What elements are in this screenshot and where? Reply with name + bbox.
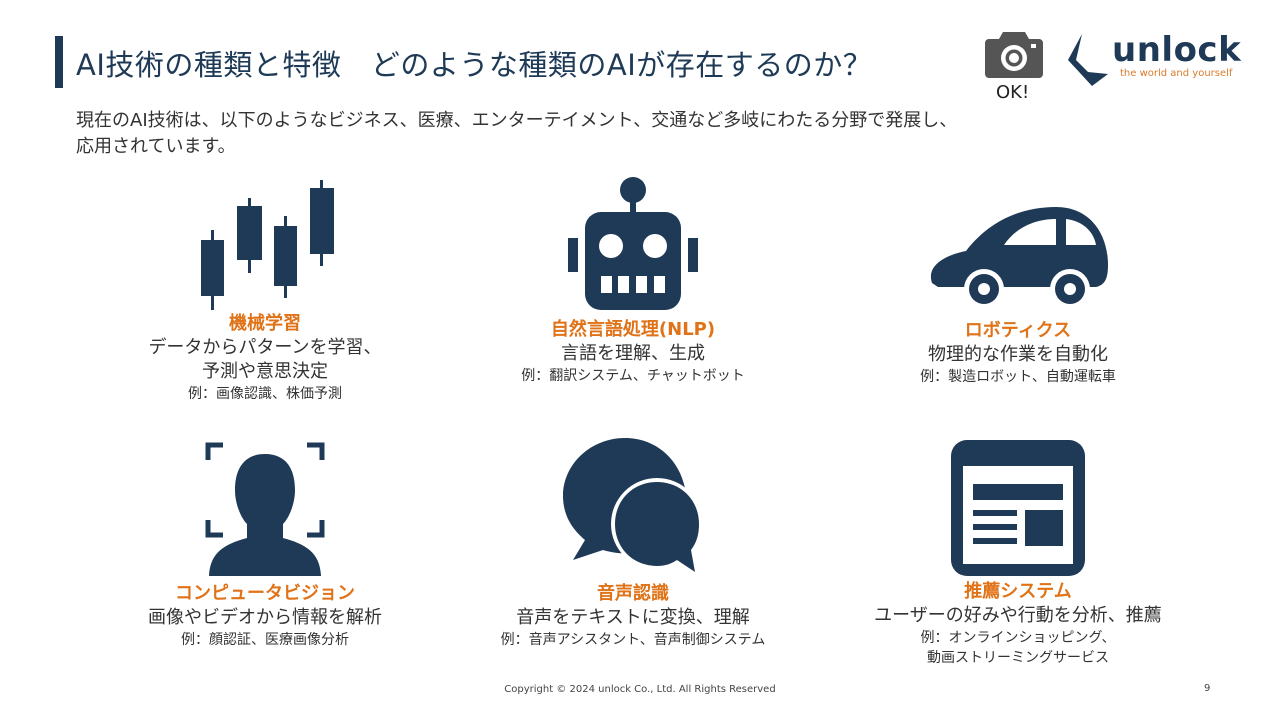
- speech-bubbles-icon: [563, 438, 703, 572]
- item-desc: 言語を理解、生成: [561, 343, 705, 364]
- item-desc: 画像やビデオから情報を解析: [148, 607, 382, 628]
- intro-line: 応用されています。: [76, 136, 236, 157]
- item-name: 音声認識: [597, 583, 669, 604]
- item-nlp: 自然言語処理(NLP) 言語を理解、生成 例：翻訳システム、チャットボット: [433, 176, 833, 386]
- intro-text: 現在のAI技術は、以下のようなビジネス、医療、エンターテイメント、交通など多岐に…: [76, 108, 1156, 160]
- item-example: 例：音声アシスタント、音声制御システム: [500, 632, 766, 648]
- intro-line: 現在のAI技術は、以下のようなビジネス、医療、エンターテイメント、交通など多岐に…: [76, 110, 958, 131]
- item-example: 例：顔認証、医療画像分析: [181, 632, 349, 648]
- status-label: OK!: [996, 82, 1030, 103]
- item-example: 例：翻訳システム、チャットボット: [521, 368, 745, 384]
- item-example: 例：製造ロボット、自動運転車: [920, 369, 1116, 385]
- item-desc: 予測や意思決定: [202, 361, 328, 382]
- item-example: 例：画像認識、株価予測: [188, 386, 342, 402]
- title-accent-bar: [55, 36, 63, 88]
- news-feed-icon: [951, 440, 1085, 576]
- logo-tagline: the world and yourself: [1120, 68, 1233, 79]
- item-speech-recognition: 音声認識 音声をテキストに変換、理解 例：音声アシスタント、音声制御システム: [433, 438, 833, 650]
- unlock-logo-mark: [1068, 34, 1108, 86]
- robot-icon: [568, 177, 698, 310]
- item-recommendation: 推薦システム ユーザーの好みや行動を分析、推薦 例：オンラインショッピング、 動…: [818, 440, 1218, 668]
- item-desc: データからパターンを学習、: [148, 337, 382, 358]
- copyright: Copyright © 2024 unlock Co., Ltd. All Ri…: [504, 684, 776, 695]
- face-scan-icon: [205, 442, 325, 576]
- camera-icon: [985, 32, 1043, 78]
- item-desc: 物理的な作業を自動化: [928, 344, 1108, 365]
- page-title: AI技術の種類と特徴 どのような種類のAIが存在するのか？: [76, 48, 873, 82]
- page-number: 9: [1204, 683, 1211, 694]
- item-example: 動画ストリーミングサービス: [927, 650, 1109, 666]
- item-desc: ユーザーの好みや行動を分析、推薦: [874, 605, 1162, 626]
- item-desc: 音声をテキストに変換、理解: [516, 607, 750, 628]
- item-name: コンピュータビジョン: [175, 583, 355, 604]
- item-name: 自然言語処理(NLP): [550, 319, 716, 340]
- item-name: 推薦システム: [964, 581, 1072, 602]
- item-robotics: ロボティクス 物理的な作業を自動化 例：製造ロボット、自動運転車: [818, 205, 1218, 387]
- candlestick-chart-icon: [201, 180, 334, 310]
- item-example: 例：オンラインショッピング、: [920, 630, 1116, 646]
- item-machine-learning: 機械学習 データからパターンを学習、 予測や意思決定 例：画像認識、株価予測: [65, 180, 465, 404]
- car-icon: [930, 207, 1108, 309]
- item-name: ロボティクス: [964, 320, 1072, 341]
- item-name: 機械学習: [229, 313, 301, 334]
- logo-text: unlock: [1112, 30, 1242, 70]
- item-computer-vision: コンピュータビジョン 画像やビデオから情報を解析 例：顔認証、医療画像分析: [65, 442, 465, 650]
